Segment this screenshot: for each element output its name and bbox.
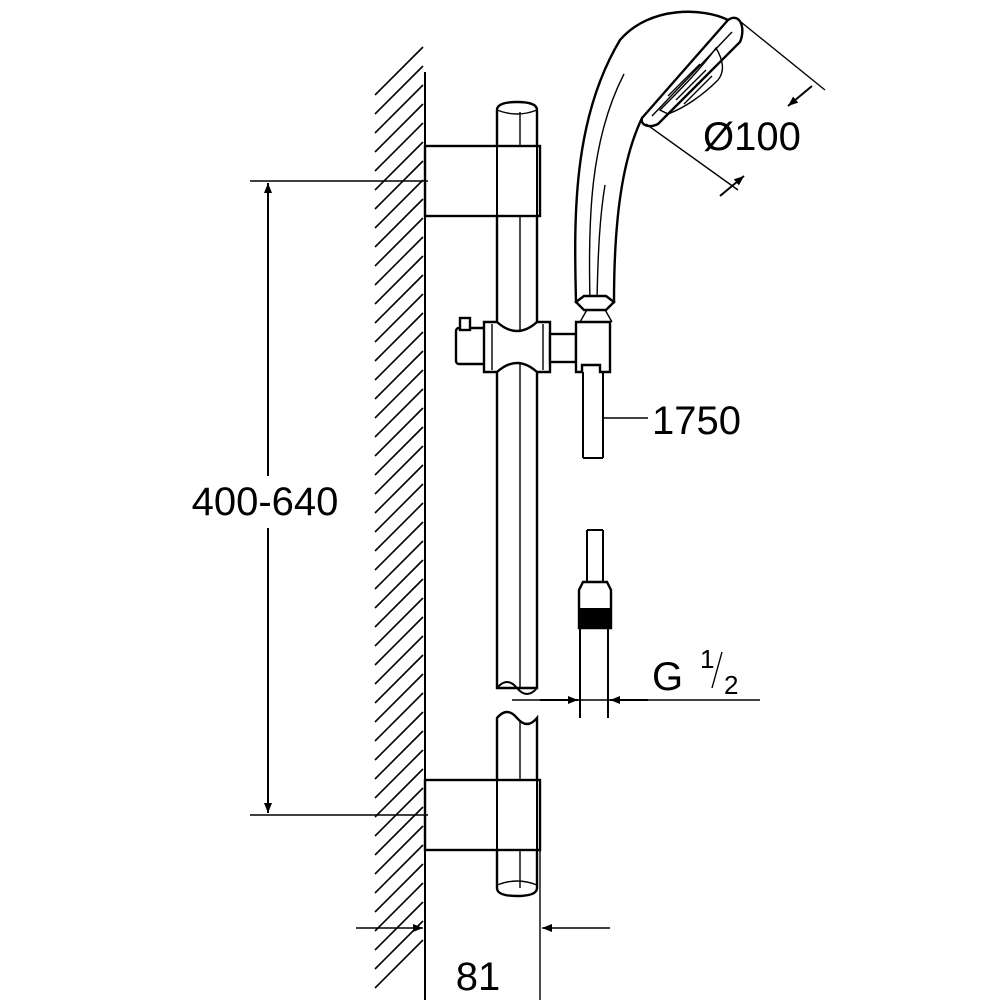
hatch-stroke — [374, 274, 424, 324]
thread-label: G — [652, 655, 683, 699]
wall-hatching — [374, 46, 424, 989]
head-diameter-dimension: Ø100 — [645, 17, 826, 197]
hatch-stroke — [374, 730, 424, 780]
hatch-stroke — [374, 198, 424, 248]
slider-knob-button — [458, 316, 472, 332]
hatch-stroke — [374, 350, 424, 400]
hatch-stroke — [374, 483, 424, 533]
hatch-stroke — [374, 540, 424, 590]
hatch-stroke — [374, 160, 424, 210]
rail-top-cap — [496, 109, 538, 115]
hatch-stroke — [374, 65, 424, 115]
hatch-stroke — [374, 84, 424, 134]
head-diameter-label: Ø100 — [703, 115, 801, 159]
shower-hose-upper — [582, 372, 604, 459]
handle-highlight — [588, 73, 625, 301]
hatch-stroke — [374, 46, 424, 96]
rail-bottom-cap — [496, 880, 538, 886]
hatch-stroke — [374, 635, 424, 685]
slider-arm — [548, 332, 578, 364]
rail-break-top — [496, 681, 538, 695]
hatch-stroke — [374, 236, 424, 286]
hatch-stroke — [374, 749, 424, 799]
hatch-stroke — [374, 673, 424, 723]
thread-fraction-slash — [711, 651, 723, 689]
hatch-stroke — [374, 882, 424, 932]
hatch-stroke — [374, 768, 424, 818]
hatch-stroke — [374, 179, 424, 229]
hatch-stroke — [374, 654, 424, 704]
hatch-stroke — [374, 939, 424, 989]
rail-upper-segment — [495, 100, 539, 690]
slider-knob — [454, 326, 488, 366]
hose-nut-thread — [579, 608, 611, 628]
hatch-stroke — [374, 825, 424, 875]
hatch-stroke — [374, 502, 424, 552]
wall-offset-dimension: 81 — [356, 850, 610, 1000]
hatch-stroke — [374, 388, 424, 438]
shower-hose-lower — [577, 529, 613, 718]
hatch-stroke — [374, 559, 424, 609]
handle-hose-connector — [574, 294, 616, 312]
slider-holder — [454, 307, 613, 374]
wall-offset-label: 81 — [456, 955, 501, 999]
upper-bracket-body — [423, 144, 542, 218]
bracket-spacing-dimension: 400-640 — [192, 180, 428, 816]
hatch-stroke — [374, 331, 424, 381]
hatch-stroke — [374, 692, 424, 742]
bracket-spacing-label: 400-640 — [192, 480, 339, 524]
hatch-stroke — [374, 521, 424, 571]
hatch-stroke — [374, 255, 424, 305]
hatch-stroke — [374, 217, 424, 267]
thread-dimension: G 1 2 — [512, 644, 760, 704]
hatch-stroke — [374, 806, 424, 856]
spray-nozzle-ring — [658, 46, 724, 115]
hatch-stroke — [374, 369, 424, 419]
hatch-stroke — [374, 464, 424, 514]
hatch-stroke — [374, 787, 424, 837]
hatch-stroke — [374, 445, 424, 495]
shower-rail — [495, 100, 539, 898]
hatch-stroke — [374, 103, 424, 153]
upper-wall-bracket — [423, 144, 542, 218]
thread-denominator: 2 — [724, 670, 738, 700]
hatch-stroke — [374, 616, 424, 666]
hatch-stroke — [374, 844, 424, 894]
handshower-holder-cup — [574, 320, 612, 374]
hatch-stroke — [374, 863, 424, 913]
lower-bracket-body — [423, 778, 542, 852]
hatch-stroke — [374, 578, 424, 628]
slider-body — [482, 320, 552, 374]
hatch-stroke — [374, 597, 424, 647]
hand-shower — [574, 10, 744, 312]
lower-wall-bracket — [423, 778, 542, 852]
hatch-stroke — [374, 312, 424, 362]
hose-length-label: 1750 — [652, 399, 741, 443]
hose-length-dimension: 1750 — [604, 399, 741, 443]
thread-numerator: 1 — [700, 644, 714, 674]
hatch-stroke — [374, 122, 424, 172]
hatch-stroke — [374, 407, 424, 457]
hatch-stroke — [374, 141, 424, 191]
hatch-stroke — [374, 293, 424, 343]
wall — [374, 46, 426, 1000]
hatch-stroke — [374, 711, 424, 761]
hatch-stroke — [374, 901, 424, 951]
hatch-stroke — [374, 426, 424, 476]
